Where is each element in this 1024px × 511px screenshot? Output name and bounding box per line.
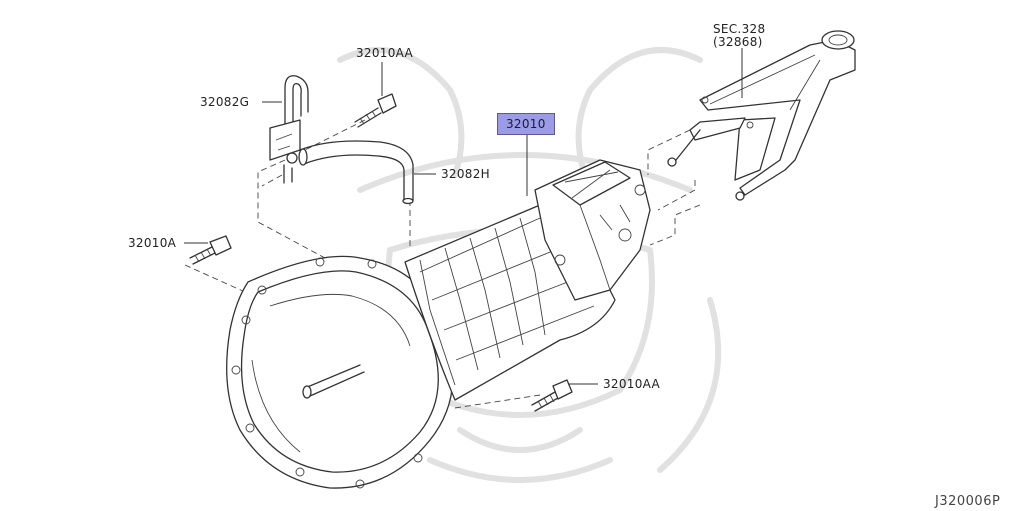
transmission-assembly — [226, 159, 651, 489]
callout-32010-transmission: 32010 — [497, 113, 555, 135]
callout-32010aa-bottom: 32010AA — [603, 377, 661, 391]
callout-32082h: 32082H — [441, 167, 490, 181]
bolt-32010aa-bottom — [531, 379, 573, 412]
diagram-id: J320006P — [935, 494, 1001, 509]
callout-sec-ref: SEC.328 — [713, 22, 766, 36]
callout-32010a-left: 32010A — [128, 236, 177, 250]
bolt-32010aa-top — [354, 93, 397, 128]
rear-mount-bracket — [667, 30, 856, 201]
callout-32010aa-top: 32010AA — [356, 46, 414, 60]
pipe-32082h — [298, 140, 414, 205]
pipe-32082g — [269, 75, 309, 184]
bolt-32010a-left — [189, 235, 232, 265]
leader-lines — [184, 48, 743, 385]
callout-sec-part: (32868) — [713, 35, 763, 49]
callout-32082g: 32082G — [200, 95, 250, 109]
